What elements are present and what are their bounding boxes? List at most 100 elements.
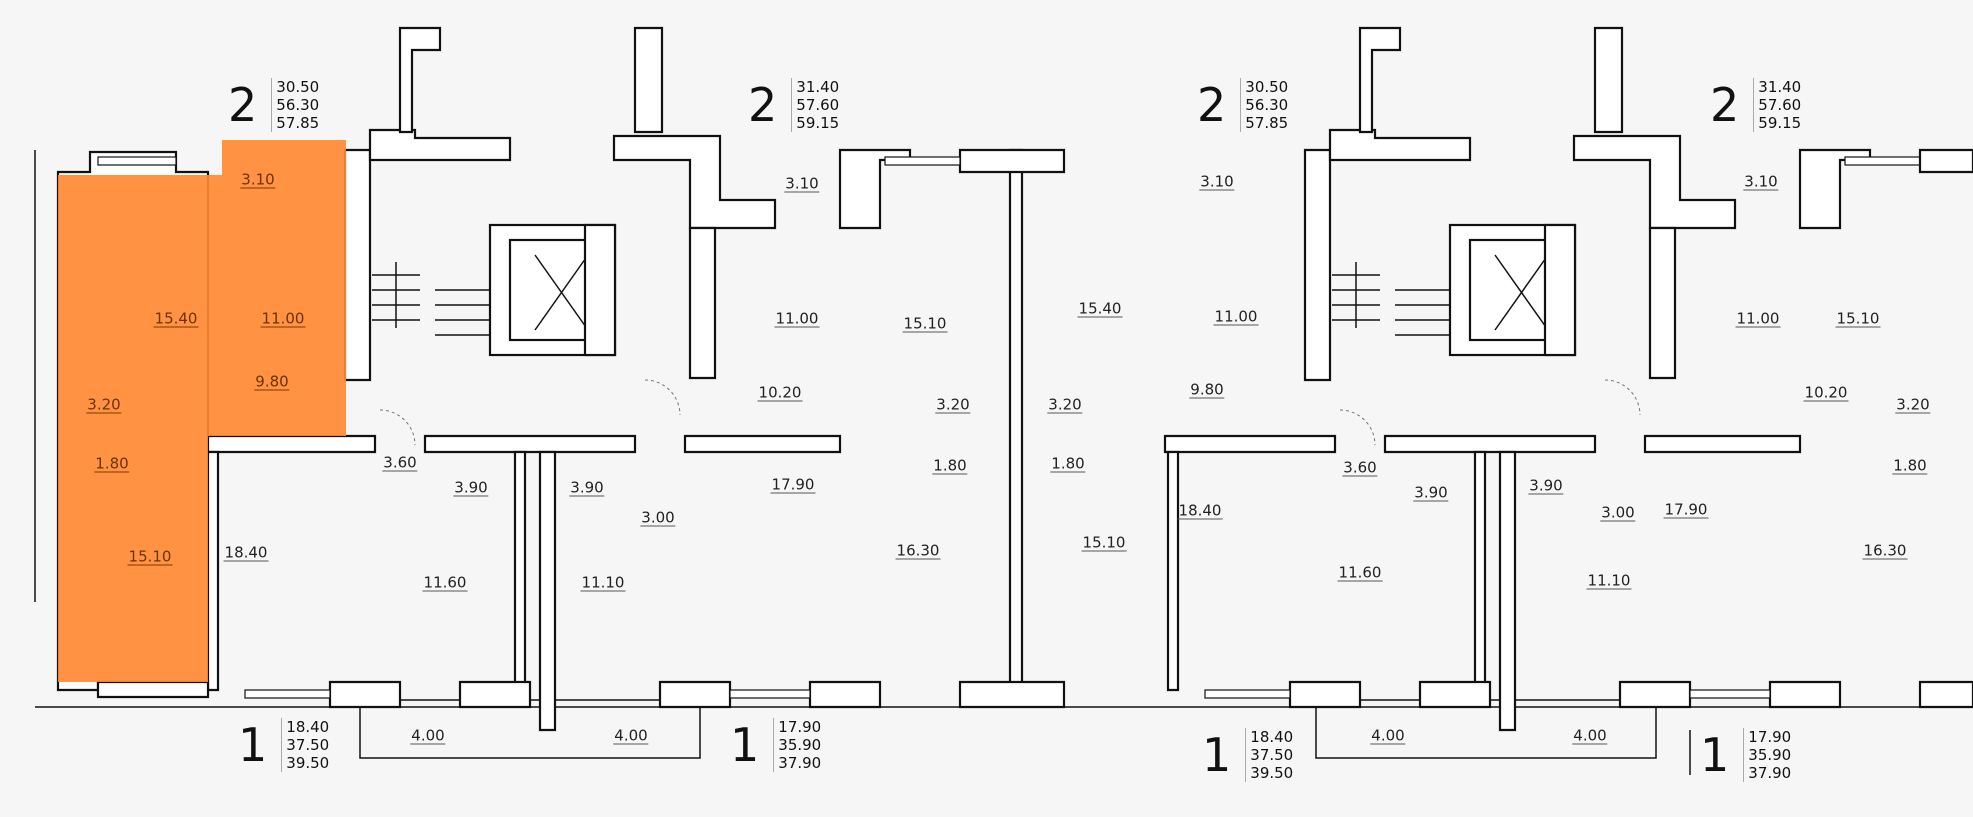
wall-apt-divider-4 [1163, 434, 1337, 454]
room-area: 11.00 [774, 309, 820, 328]
room-area: 11.10 [580, 573, 626, 592]
room-area: 15.40 [153, 309, 199, 328]
apartment-areas: 31.40 57.60 59.15 [791, 78, 839, 132]
balcony-area: 4.00 [1572, 726, 1608, 745]
wall-apt-divider-6 [1643, 434, 1802, 454]
door-arc-1 [379, 409, 416, 446]
wall-bottom-9 [1618, 680, 1692, 709]
room-area: 3.20 [1895, 395, 1931, 414]
room-area: 10.20 [1803, 383, 1849, 402]
wall-inner-v2 [513, 450, 527, 692]
wall-center-top [958, 148, 1066, 174]
room-area: 17.90 [1663, 500, 1709, 519]
apartment-rooms: 2 [1710, 78, 1740, 132]
wall-corridor-top-r [1572, 134, 1737, 230]
wall-shaft-right [633, 26, 664, 134]
door-arc-2 [644, 379, 681, 416]
wall-inner-v6 [1498, 450, 1517, 732]
room-area: 1.80 [932, 456, 968, 475]
room-area: 3.10 [784, 174, 820, 193]
window-2 [884, 156, 961, 166]
room-area: 11.00 [1735, 309, 1781, 328]
apartment-rooms: 1 [1202, 728, 1232, 782]
wall-top-stair-r [1328, 128, 1472, 162]
stairs-right [1332, 262, 1450, 336]
apartment-label: 1 17.90 35.90 37.90 [1700, 728, 1791, 782]
room-area: 15.10 [127, 547, 173, 566]
apartment-rooms: 1 [238, 718, 268, 772]
apartment-rooms: 1 [1700, 728, 1730, 782]
elevator-shaft [508, 238, 597, 342]
wall-apt-divider-3 [683, 434, 842, 454]
apartment-areas: 30.50 56.30 57.85 [271, 78, 319, 132]
apartment-areas: 18.40 37.50 39.50 [1245, 728, 1293, 782]
wall-apt-divider-1 [206, 434, 377, 454]
wall-inner-v4 [1166, 450, 1180, 692]
room-area: 3.20 [935, 395, 971, 414]
wall-bottom-10 [1768, 680, 1842, 709]
apartment-rooms: 2 [748, 78, 778, 132]
apartment-areas: 17.90 35.90 37.90 [773, 718, 821, 772]
room-area: 18.40 [223, 543, 269, 562]
wall-apt-divider-5 [1383, 434, 1597, 454]
room-area: 3.90 [569, 478, 605, 497]
wall-apt2-top-r [1798, 148, 1872, 230]
balcony-area: 4.00 [613, 726, 649, 745]
apartment-label: 1 18.40 37.50 39.50 [1202, 728, 1293, 782]
room-area: 11.60 [1337, 563, 1383, 582]
wall-corridor-top [612, 134, 777, 230]
balcony-area: 4.00 [410, 726, 446, 745]
room-area: 3.10 [240, 170, 276, 189]
room-area: 1.80 [94, 454, 130, 473]
wall-corridor-mid [688, 226, 717, 380]
wall-corridor-mid-r [1648, 226, 1677, 380]
window-5 [1844, 156, 1921, 166]
window-3 [244, 689, 331, 699]
room-area: 11.60 [422, 573, 468, 592]
room-area: 15.10 [902, 314, 948, 333]
apartment-areas: 17.90 35.90 37.90 [1743, 728, 1791, 782]
selected-apartment-highlight[interactable] [58, 140, 346, 682]
apartment-label: 2 30.50 56.30 57.85 [1197, 78, 1288, 132]
wall-bottom-2 [328, 680, 402, 709]
room-area: 3.00 [640, 508, 676, 527]
wall-center [1008, 148, 1024, 692]
window-4 [729, 689, 811, 699]
apartment-label: 2 30.50 56.30 57.85 [228, 78, 319, 132]
room-area: 15.10 [1835, 309, 1881, 328]
room-area: 15.10 [1081, 533, 1127, 552]
elevator-side-r [1543, 223, 1577, 357]
room-area: 1.80 [1892, 456, 1928, 475]
stairs-left [372, 262, 490, 336]
apartment-rooms: 2 [1197, 78, 1227, 132]
wall-apt2-top [838, 148, 912, 230]
door-arc-3 [1339, 409, 1376, 446]
wall-apt-divider-2 [423, 434, 637, 454]
window-7 [1204, 689, 1291, 699]
room-area: 17.90 [770, 475, 816, 494]
room-area: 11.00 [1213, 307, 1259, 326]
wall-bottom-1 [96, 680, 210, 699]
wall-stair-left [343, 148, 372, 382]
window-1 [97, 156, 177, 166]
wall-shaft-left-r [1358, 26, 1402, 134]
window-6 [1689, 689, 1771, 699]
room-area: 11.00 [260, 309, 306, 328]
wall-bottom-6 [958, 680, 1066, 709]
wall-bottom-4 [658, 680, 732, 709]
wall-bottom-7 [1288, 680, 1362, 709]
room-area: 1.80 [1050, 454, 1086, 473]
apartment-areas: 31.40 57.60 59.15 [1753, 78, 1801, 132]
room-area: 3.90 [453, 478, 489, 497]
room-area: 16.30 [1862, 541, 1908, 560]
apartment-areas: 18.40 37.50 39.50 [281, 718, 329, 772]
room-area: 9.80 [254, 372, 290, 391]
wall-shaft-right-r [1593, 26, 1624, 134]
wall-bottom-3 [458, 680, 532, 709]
room-area: 16.30 [895, 541, 941, 560]
wall-inner-v1 [206, 450, 220, 692]
room-area: 15.40 [1077, 299, 1123, 318]
room-area: 3.10 [1743, 172, 1779, 191]
apartment-label: 1 17.90 35.90 37.90 [730, 718, 821, 772]
